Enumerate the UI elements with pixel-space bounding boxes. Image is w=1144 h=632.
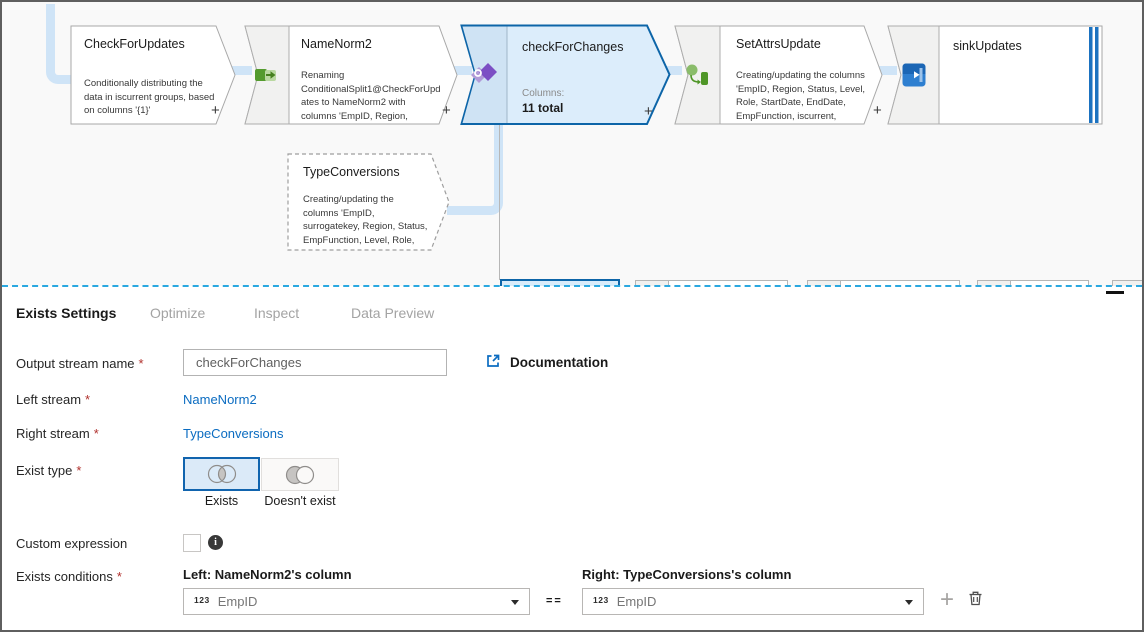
node-shape xyxy=(244,25,458,125)
left-column-header: Left: NameNorm2's column xyxy=(183,567,352,582)
node-description: Renaming ConditionalSplit1@CheckForUpdat… xyxy=(301,70,441,122)
output-stream-name-label: Output stream name* xyxy=(16,356,144,371)
node-shape xyxy=(287,153,450,251)
required-marker: * xyxy=(76,463,82,478)
node-sinkupdates[interactable]: sinkUpdates xyxy=(887,25,1104,125)
add-transformation-button[interactable]: + xyxy=(873,102,882,119)
connector-incoming xyxy=(46,4,79,84)
node-setattrsupdate[interactable]: SetAttrsUpdate Creating/updating the col… xyxy=(674,25,883,125)
node-title: NameNorm2 xyxy=(301,37,372,51)
node-columns-value: 11 total xyxy=(522,101,564,115)
connector-typeconversions xyxy=(447,124,503,215)
node-partial[interactable] xyxy=(1010,280,1089,286)
node-namenorm2[interactable]: NameNorm2 Renaming ConditionalSplit1@Che… xyxy=(244,25,458,125)
node-checkforupdates[interactable]: CheckForUpdates Conditionally distributi… xyxy=(70,25,237,125)
chevron-down-icon xyxy=(511,600,519,605)
node-columns-label: Columns: xyxy=(522,88,565,99)
right-column-header: Right: TypeConversions's column xyxy=(582,567,792,582)
connector xyxy=(216,66,252,75)
node-partial-selected[interactable] xyxy=(500,279,620,286)
exist-type-exists-button[interactable] xyxy=(183,457,260,491)
external-link-icon[interactable] xyxy=(485,353,501,374)
right-stream-link[interactable]: TypeConversions xyxy=(183,426,284,441)
node-checkforchanges-selected[interactable]: checkForChanges Columns: 11 total + xyxy=(460,24,672,126)
documentation-link[interactable]: Documentation xyxy=(510,355,609,370)
add-transformation-button[interactable]: + xyxy=(442,102,451,119)
node-partial[interactable] xyxy=(1112,280,1142,286)
right-column-value: EmpID xyxy=(616,594,657,609)
trash-icon xyxy=(969,591,982,606)
venn-doesnt-exist-icon xyxy=(285,465,315,484)
node-description: Creating/updating the columns 'EmpID, Re… xyxy=(736,70,866,122)
add-condition-button[interactable]: + xyxy=(940,586,955,613)
exist-type-doesnt-exist-button[interactable] xyxy=(261,458,339,491)
node-title: SetAttrsUpdate xyxy=(736,37,821,51)
add-transformation-button[interactable]: + xyxy=(644,103,653,120)
right-stream-label: Right stream* xyxy=(16,426,99,441)
chevron-down-icon xyxy=(905,600,913,605)
node-partial[interactable] xyxy=(668,280,788,286)
custom-expression-checkbox[interactable] xyxy=(183,534,201,552)
left-stream-link[interactable]: NameNorm2 xyxy=(183,392,257,407)
exists-option-label: Exists xyxy=(204,494,239,508)
tab-exists-settings[interactable]: Exists Settings xyxy=(16,305,117,321)
add-transformation-button[interactable]: + xyxy=(211,102,220,119)
node-title: CheckForUpdates xyxy=(84,37,185,51)
required-marker: * xyxy=(116,569,122,584)
node-shape xyxy=(70,25,236,125)
required-marker: * xyxy=(85,392,91,407)
info-icon[interactable]: i xyxy=(208,535,223,550)
delete-condition-button[interactable] xyxy=(968,590,983,612)
node-shape xyxy=(674,25,883,125)
left-column-value: EmpID xyxy=(217,594,258,609)
minimize-panel-button[interactable] xyxy=(1106,291,1124,294)
tab-optimize[interactable]: Optimize xyxy=(150,305,206,321)
exists-settings-panel: Exists Settings Optimize Inspect Data Pr… xyxy=(2,287,1142,630)
node-partial[interactable] xyxy=(840,280,960,286)
column-type-badge: 123 xyxy=(194,594,210,605)
column-type-badge: 123 xyxy=(593,594,609,605)
equality-operator: == xyxy=(546,595,563,607)
connector-down xyxy=(499,125,500,280)
required-marker: * xyxy=(93,426,99,441)
custom-expression-label: Custom expression xyxy=(16,536,128,551)
node-title: TypeConversions xyxy=(303,165,400,179)
doesnt-exist-option-label: Doesn't exist xyxy=(264,494,336,508)
venn-exists-icon xyxy=(207,464,236,484)
panel-resize-divider[interactable] xyxy=(2,285,1142,287)
node-title: checkForChanges xyxy=(522,40,624,54)
right-column-dropdown[interactable]: 123 EmpID xyxy=(582,588,924,615)
exists-conditions-label: Exists conditions* xyxy=(16,569,122,584)
left-stream-label: Left stream* xyxy=(16,392,91,407)
node-title: sinkUpdates xyxy=(953,39,1022,53)
tab-inspect[interactable]: Inspect xyxy=(254,305,300,321)
required-marker: * xyxy=(138,356,144,371)
output-stream-name-input[interactable] xyxy=(183,349,447,376)
exist-type-label: Exist type* xyxy=(16,463,82,478)
dataflow-canvas[interactable]: CheckForUpdates Conditionally distributi… xyxy=(2,2,1142,286)
node-description: Conditionally distributing the data in i… xyxy=(84,78,215,116)
node-description: Creating/updating the columns 'EmpID, su… xyxy=(303,194,428,246)
tab-data-preview[interactable]: Data Preview xyxy=(351,305,435,321)
node-typeconversions[interactable]: TypeConversions Creating/updating the co… xyxy=(287,153,450,251)
left-column-dropdown[interactable]: 123 EmpID xyxy=(183,588,530,615)
